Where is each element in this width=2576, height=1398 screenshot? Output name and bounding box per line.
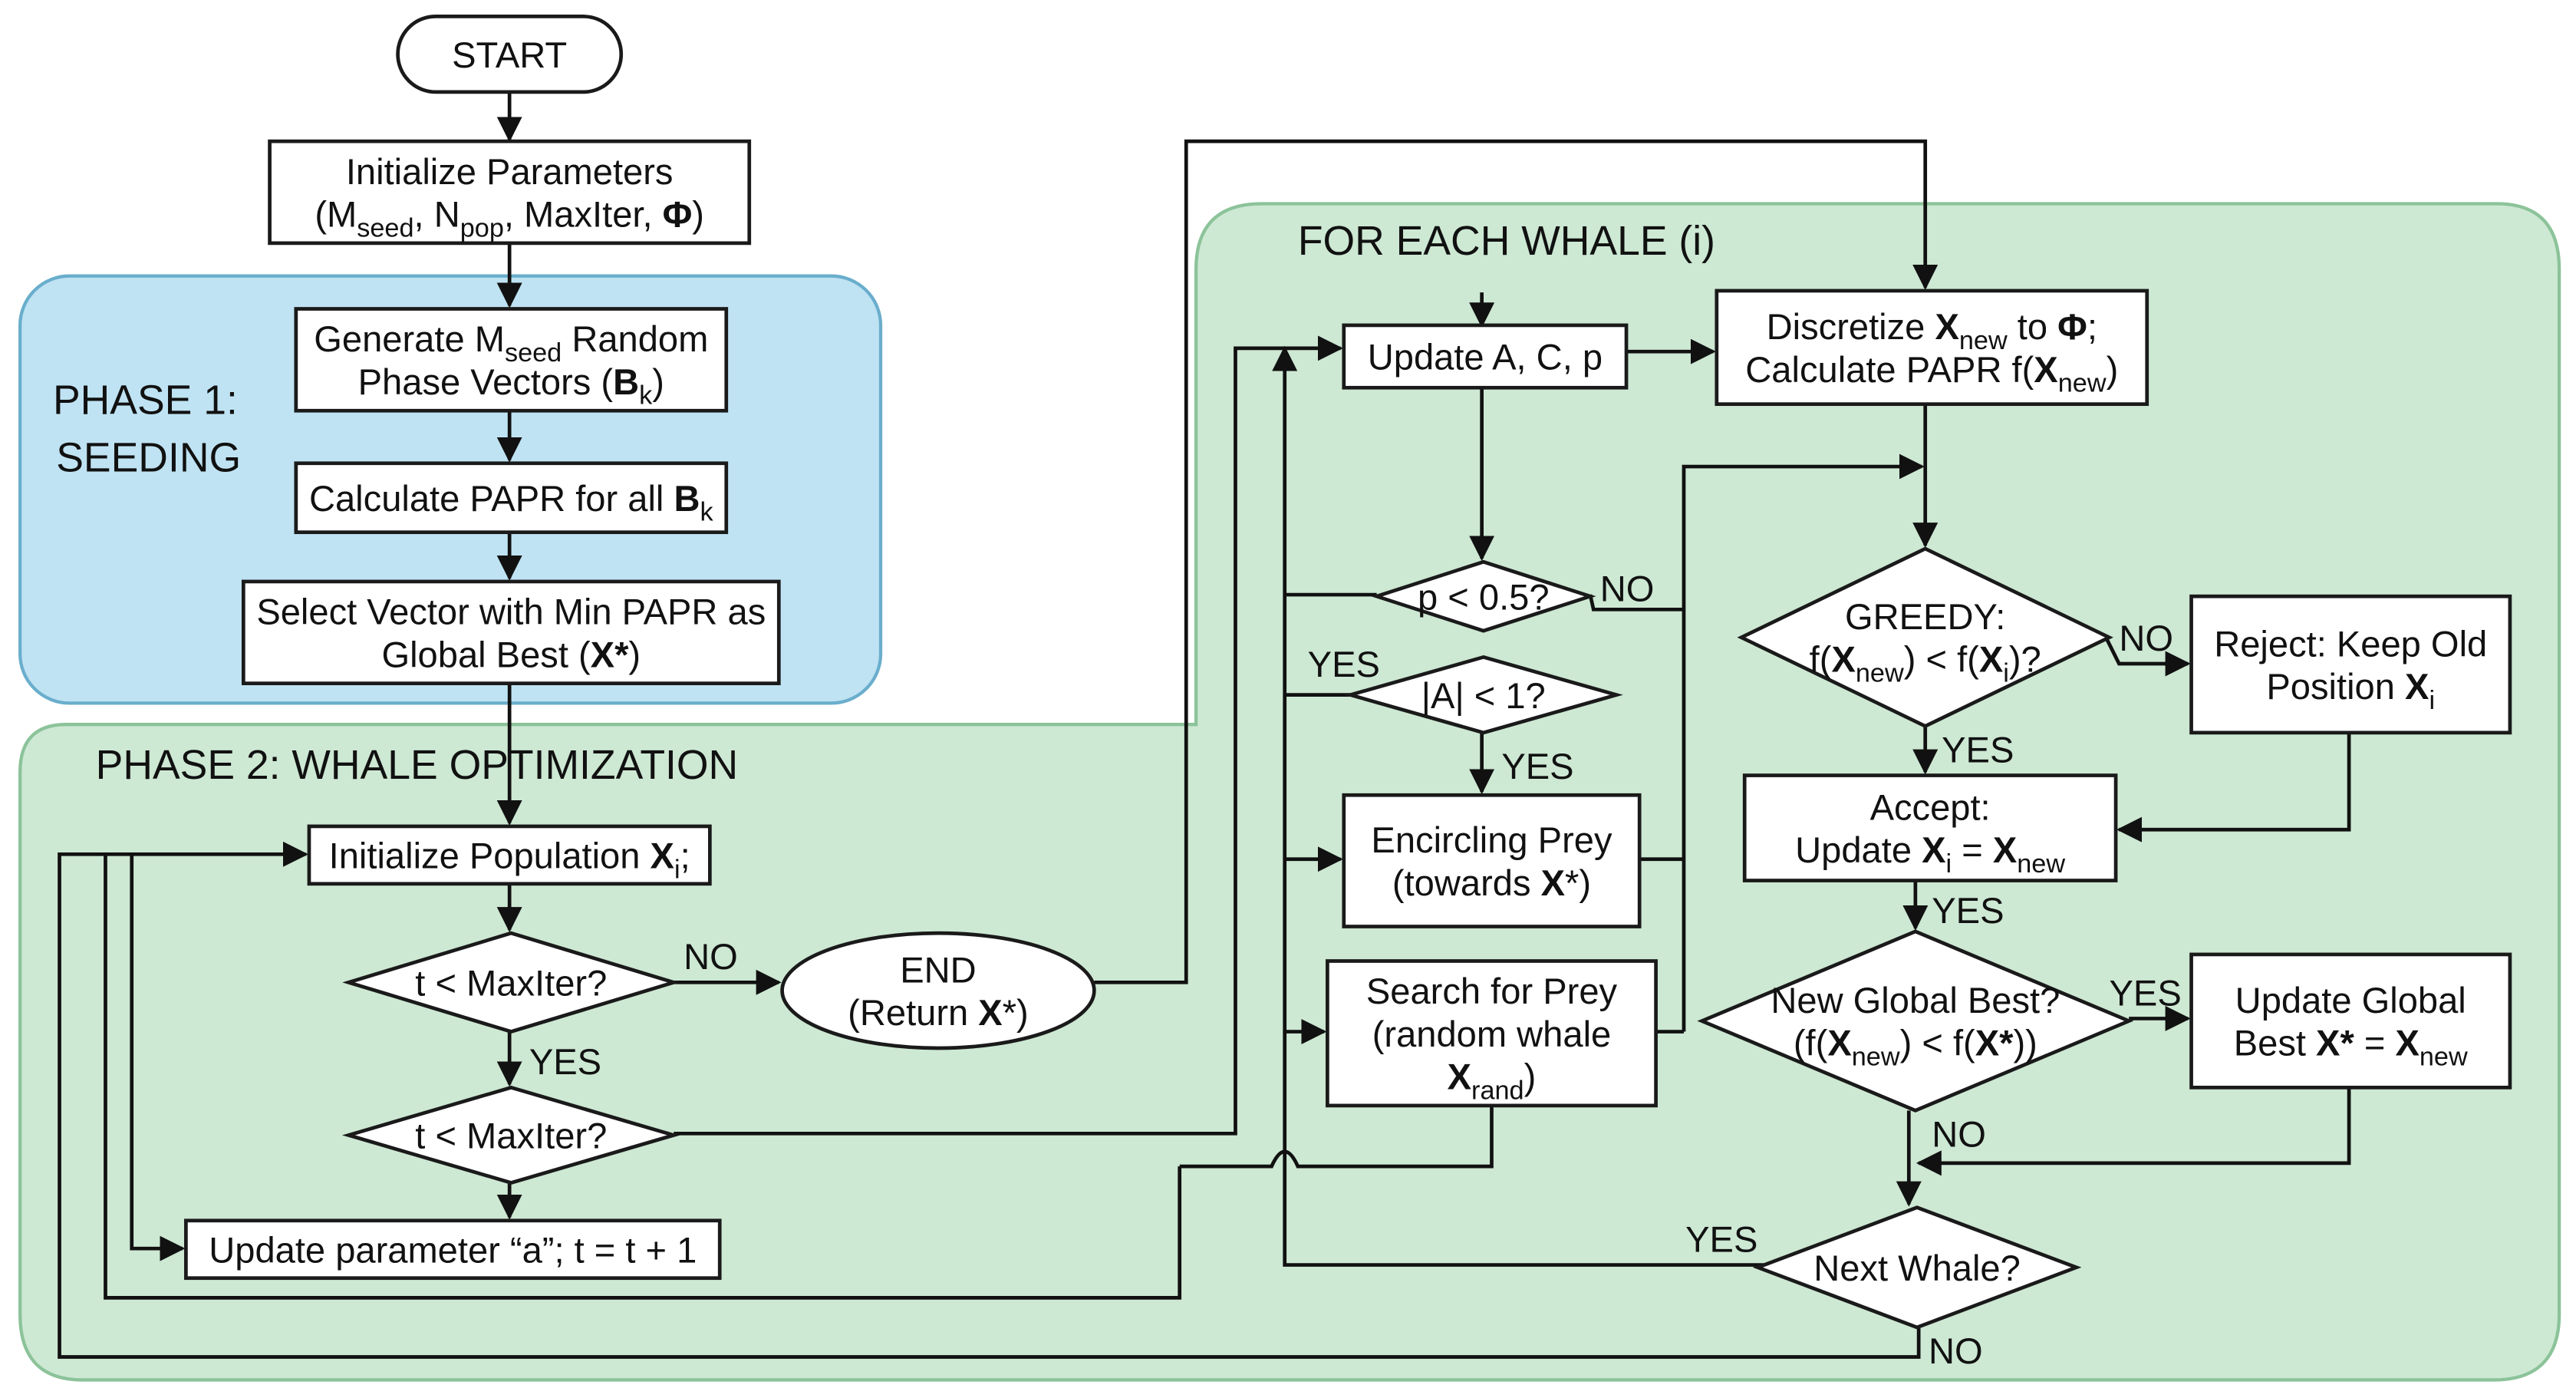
connectors	[58, 91, 2351, 1359]
generate-shape	[294, 307, 729, 413]
reject-label-line: Position Xi	[2266, 666, 2435, 715]
global-cond-label-line: New Global Best?	[1771, 980, 2060, 1020]
cond1-decision: t < MaxIter?	[342, 931, 680, 1034]
end-shape	[780, 931, 1096, 1050]
update-global-label-line: Update Global	[2235, 980, 2466, 1020]
edge-label-p-yes: YES	[1308, 644, 1380, 684]
init-pop-label-line: Initialize Population Xi;	[329, 836, 690, 885]
select-label-line: Select Vector with Min PAPR as	[256, 592, 766, 632]
update-global-shape	[2189, 952, 2512, 1090]
cond1-label-line: t < MaxIter?	[415, 962, 607, 1003]
encircling-node: Encircling Prey(towards X*)	[1342, 793, 1642, 928]
generate-label-line: Phase Vectors (Bk)	[358, 361, 664, 410]
edge-label-next-no: NO	[1929, 1330, 1983, 1371]
update-acp-node: Update A, C, p	[1342, 323, 1629, 390]
greedy-decision: GREEDY:f(Xnew) < f(Xi)?	[1737, 546, 2113, 728]
accept-label-line: Accept:	[1870, 786, 1991, 827]
global-cond-shape	[1697, 929, 2134, 1113]
edge-label-global-yes: YES	[2110, 972, 2182, 1013]
search-label-line: (random whale	[1372, 1014, 1611, 1054]
generate-label-line: Generate Mseed Random	[314, 318, 708, 368]
greedy-label-line: GREEDY:	[1845, 596, 2005, 637]
select-label-line: Global Best (X*)	[381, 634, 641, 674]
p-cond-decision: p < 0.5?	[1370, 559, 1596, 633]
start-node: START	[396, 15, 624, 94]
update-a-node: Update parameter “a”; t = t + 1	[184, 1218, 722, 1281]
greedy-label-line: f(Xnew) < f(Xi)?	[1810, 639, 2041, 688]
phase2-title: PHASE 2: WHALE OPTIMIZATION	[96, 743, 739, 788]
p-cond-label-line: p < 0.5?	[1418, 576, 1550, 617]
encircling-shape	[1342, 793, 1642, 928]
for-each-whale-title: FOR EACH WHALE (i)	[1298, 219, 1715, 264]
global-cond-decision: New Global Best?(f(Xnew) < f(X*))	[1697, 929, 2134, 1113]
end-label-line: END	[900, 949, 976, 990]
encircling-label-line: Encircling Prey	[1371, 819, 1612, 860]
edge-label-greedy-no: NO	[2119, 618, 2173, 658]
update-global-label-line: Best X* = Xnew	[2234, 1023, 2468, 1072]
cond2-label-line: t < MaxIter?	[415, 1116, 607, 1156]
calc-papr-node: Calculate PAPR for all Bk	[294, 461, 729, 535]
global-cond-label-line: (f(Xnew) < f(X*))	[1794, 1023, 2037, 1072]
accept-shape	[1742, 773, 2118, 882]
next-whale-shape	[1752, 1205, 2082, 1330]
encircling-label-line: (towards X*)	[1392, 862, 1591, 903]
init-params-label-line: (Mseed, Npop, MaxIter, Φ)	[315, 193, 704, 242]
update-acp-shape	[1342, 323, 1629, 390]
cond2-shape	[341, 1085, 680, 1185]
reject-shape	[2189, 594, 2512, 735]
cond2-decision: t < MaxIter?	[341, 1085, 680, 1185]
phase1-title-line1: PHASE 1:	[53, 378, 238, 424]
greedy-shape	[1737, 546, 2113, 728]
accept-label-line: Update Xi = Xnew	[1795, 829, 2065, 879]
next-whale-decision: Next Whale?	[1752, 1205, 2082, 1330]
edge-label-p-no: NO	[1600, 569, 1655, 609]
discretize-label-line: Calculate PAPR f(Xnew)	[1745, 349, 2118, 398]
cond1-shape	[342, 931, 680, 1034]
discretize-node: Discretize Xnew to Φ;Calculate PAPR f(Xn…	[1715, 289, 2149, 407]
search-label-line: Xrand)	[1448, 1056, 1537, 1105]
init-params-label-line: Initialize Parameters	[346, 151, 674, 192]
a-cond-shape	[1343, 654, 1623, 735]
init-pop-node: Initialize Population Xi;	[307, 824, 712, 886]
edge-label-cond1-no: NO	[684, 936, 738, 977]
discretize-shape	[1715, 289, 2149, 407]
init-params-shape	[268, 139, 752, 246]
calc-papr-shape	[294, 461, 729, 535]
init-params-node: Initialize Parameters(Mseed, Npop, MaxIt…	[268, 139, 752, 246]
select-shape	[241, 579, 781, 686]
start-label-line: START	[452, 35, 567, 75]
edge-label-accept-yes: YES	[1932, 890, 2004, 931]
update-a-shape	[184, 1218, 722, 1281]
calc-papr-label-line: Calculate PAPR for all Bk	[309, 478, 714, 527]
update-acp-label-line: Update A, C, p	[1368, 337, 1603, 378]
search-shape	[1326, 959, 1658, 1108]
end-node: END(Return X*)	[780, 931, 1096, 1050]
p-cond-shape	[1370, 559, 1596, 633]
reject-label-line: Reject: Keep Old	[2214, 623, 2487, 664]
edge-label-greedy-yes: YES	[1942, 729, 2014, 770]
edge-label-next-yes: YES	[1685, 1218, 1757, 1259]
a-cond-label-line: |A| < 1?	[1421, 675, 1546, 716]
next-whale-label-line: Next Whale?	[1813, 1248, 2021, 1288]
edge-label-cond1-yes: YES	[529, 1041, 601, 1082]
discretize-label-line: Discretize Xnew to Φ;	[1767, 306, 2097, 355]
accept-node: Accept:Update Xi = Xnew	[1742, 773, 2118, 882]
edge-label-global-no: NO	[1932, 1113, 1986, 1154]
phase1-title-line2: SEEDING	[56, 435, 241, 480]
search-label-line: Search for Prey	[1366, 971, 1618, 1011]
end-label-line: (Return X*)	[848, 992, 1029, 1033]
a-cond-decision: |A| < 1?	[1343, 654, 1623, 735]
init-pop-shape	[307, 824, 712, 886]
update-a-label-line: Update parameter “a”; t = t + 1	[209, 1229, 697, 1270]
edge-label-a-yes: YES	[1501, 746, 1573, 786]
start-shape	[396, 15, 624, 94]
